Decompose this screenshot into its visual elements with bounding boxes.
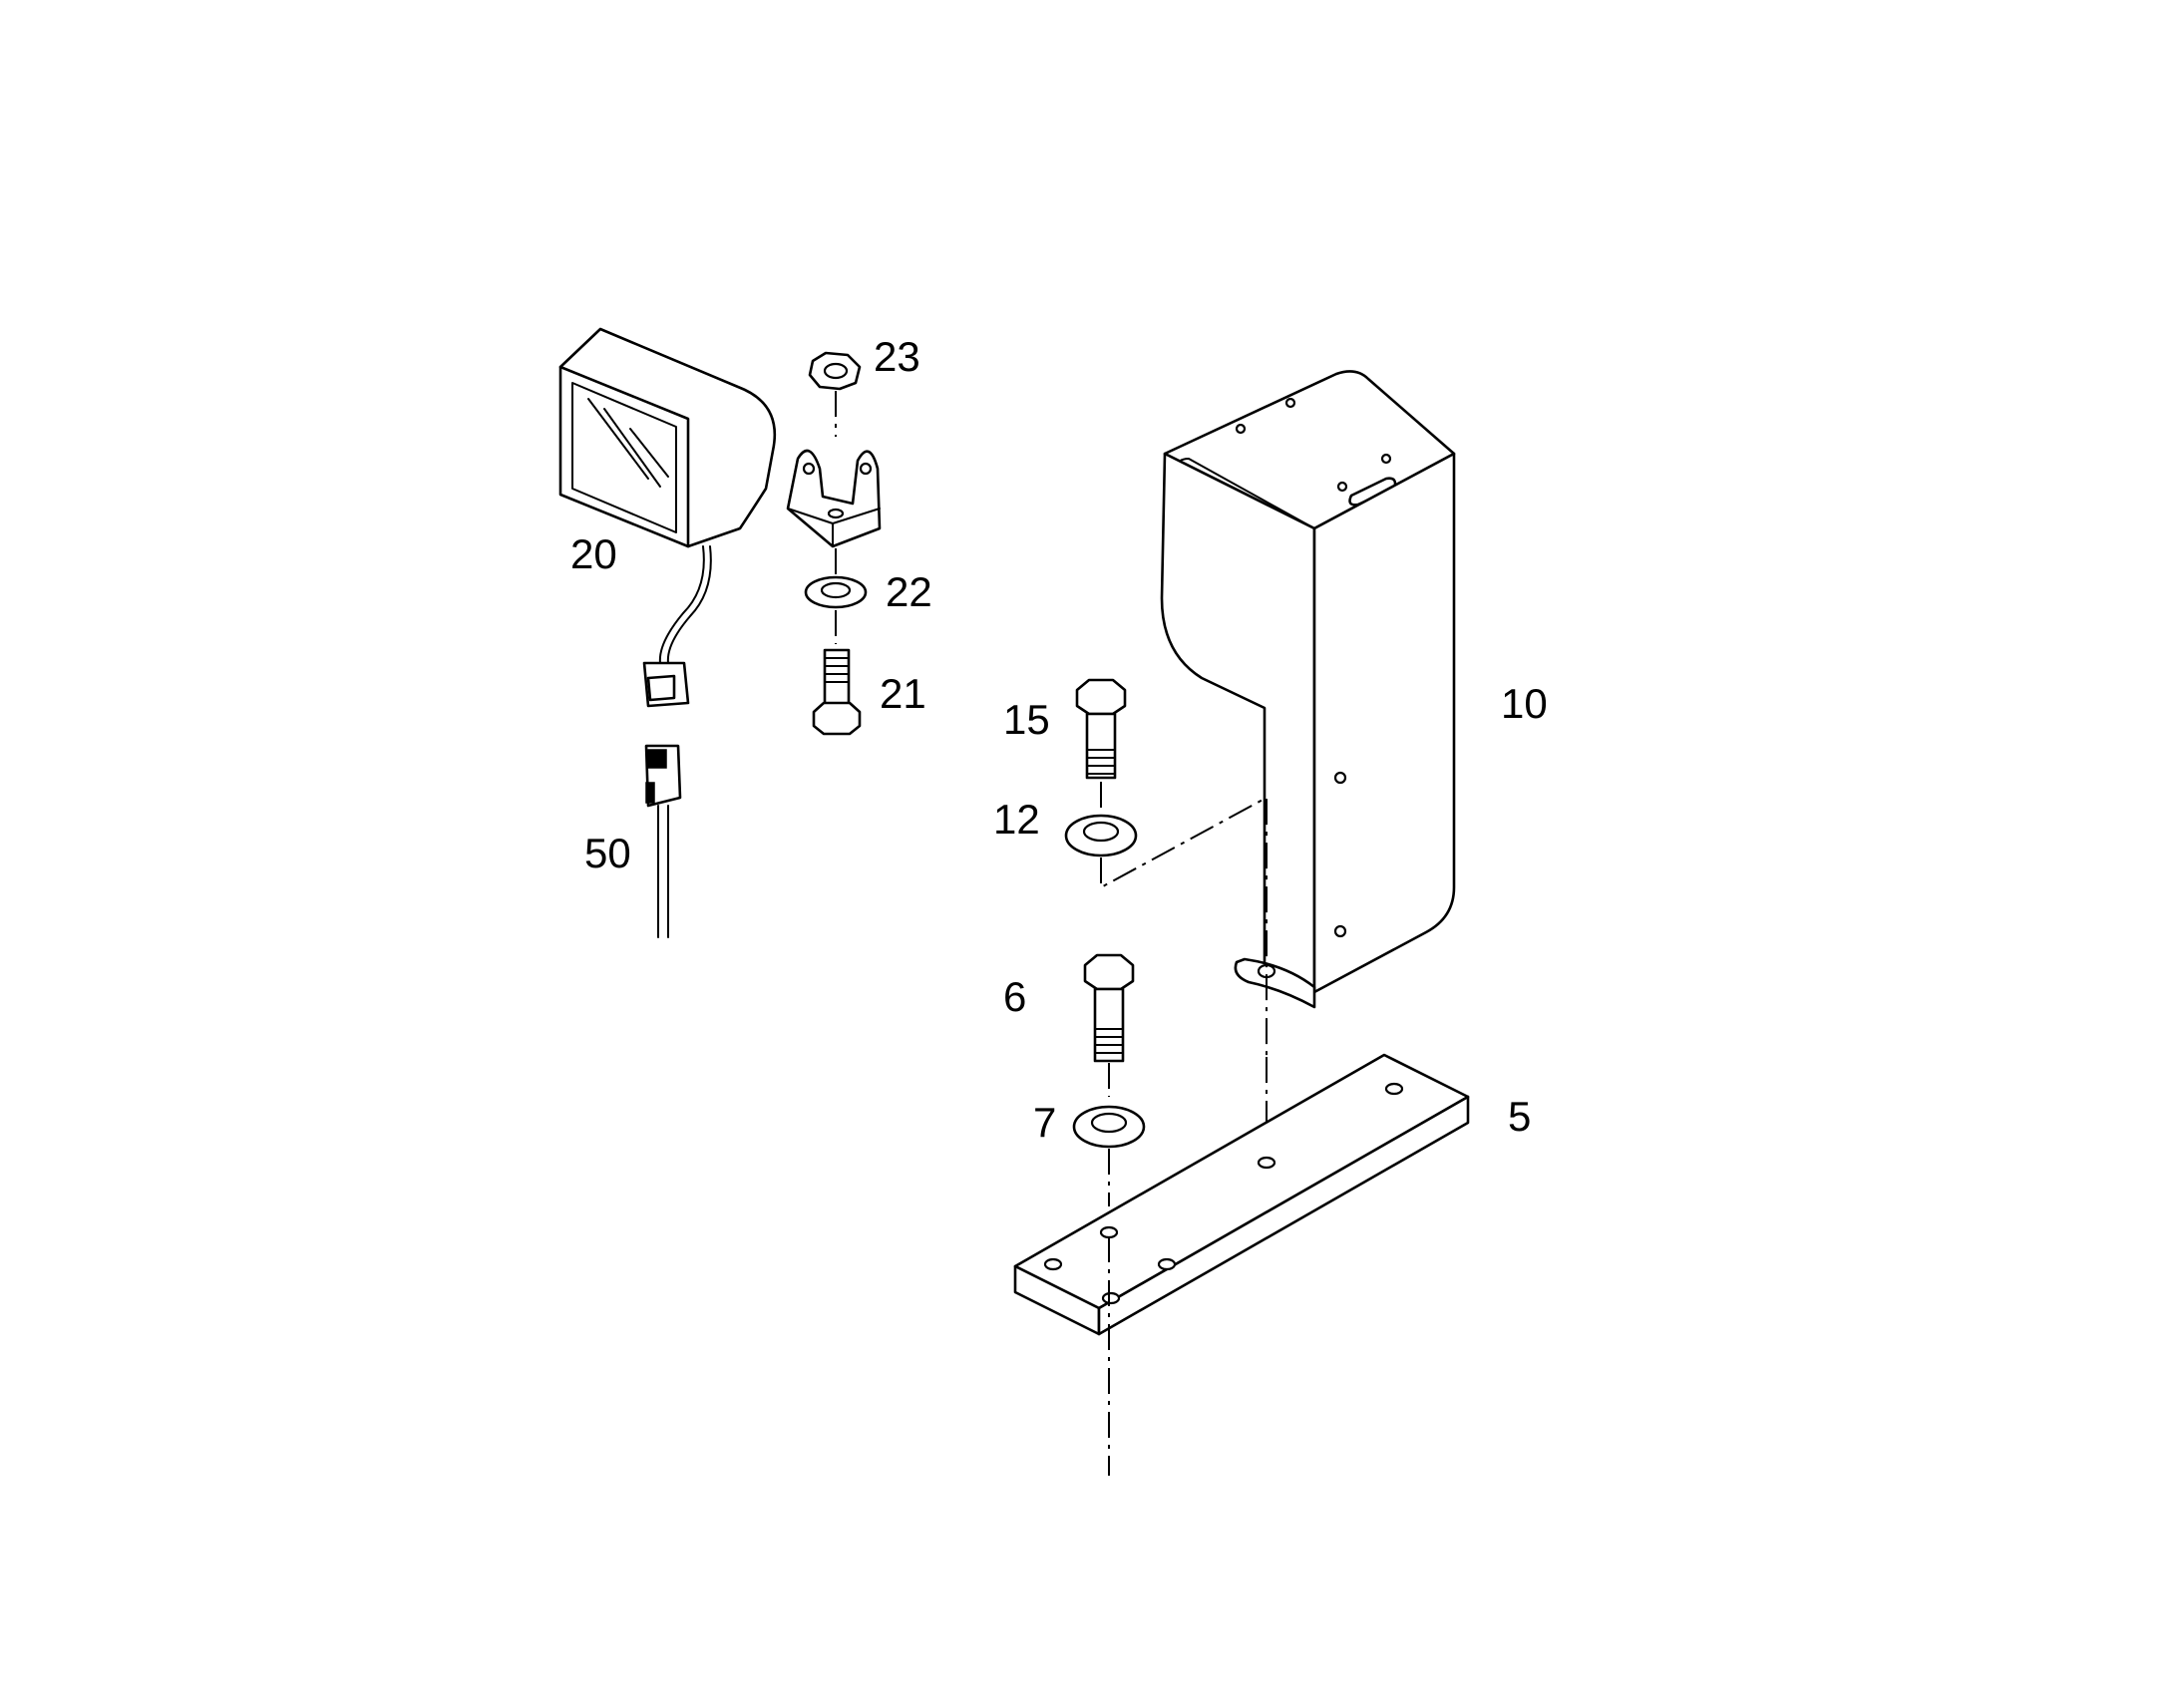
callout-20: 20 [570, 530, 617, 577]
bolt-15 [1075, 678, 1127, 780]
callout-22: 22 [886, 568, 932, 615]
callout-12: 12 [993, 796, 1040, 843]
work-lamp [558, 327, 777, 548]
washer-12 [1064, 814, 1138, 857]
callout-50: 50 [584, 830, 631, 876]
bolt-6 [1083, 953, 1135, 1063]
callout-7: 7 [1033, 1099, 1056, 1146]
callout-15: 15 [1003, 696, 1050, 743]
connector-cable [644, 744, 682, 938]
callout-10: 10 [1501, 680, 1548, 727]
washer-7 [1072, 1105, 1146, 1149]
bolt-small [812, 648, 862, 736]
mounting-bracket [786, 449, 882, 548]
lamp-cable [642, 545, 712, 708]
callout-6: 6 [1003, 973, 1026, 1020]
washer-small [804, 575, 868, 609]
base-plate [1013, 1053, 1470, 1336]
callout-23: 23 [874, 333, 920, 380]
main-bracket [1160, 370, 1456, 1009]
callout-21: 21 [880, 670, 926, 717]
callout-5: 5 [1508, 1093, 1531, 1140]
nut [808, 351, 862, 391]
